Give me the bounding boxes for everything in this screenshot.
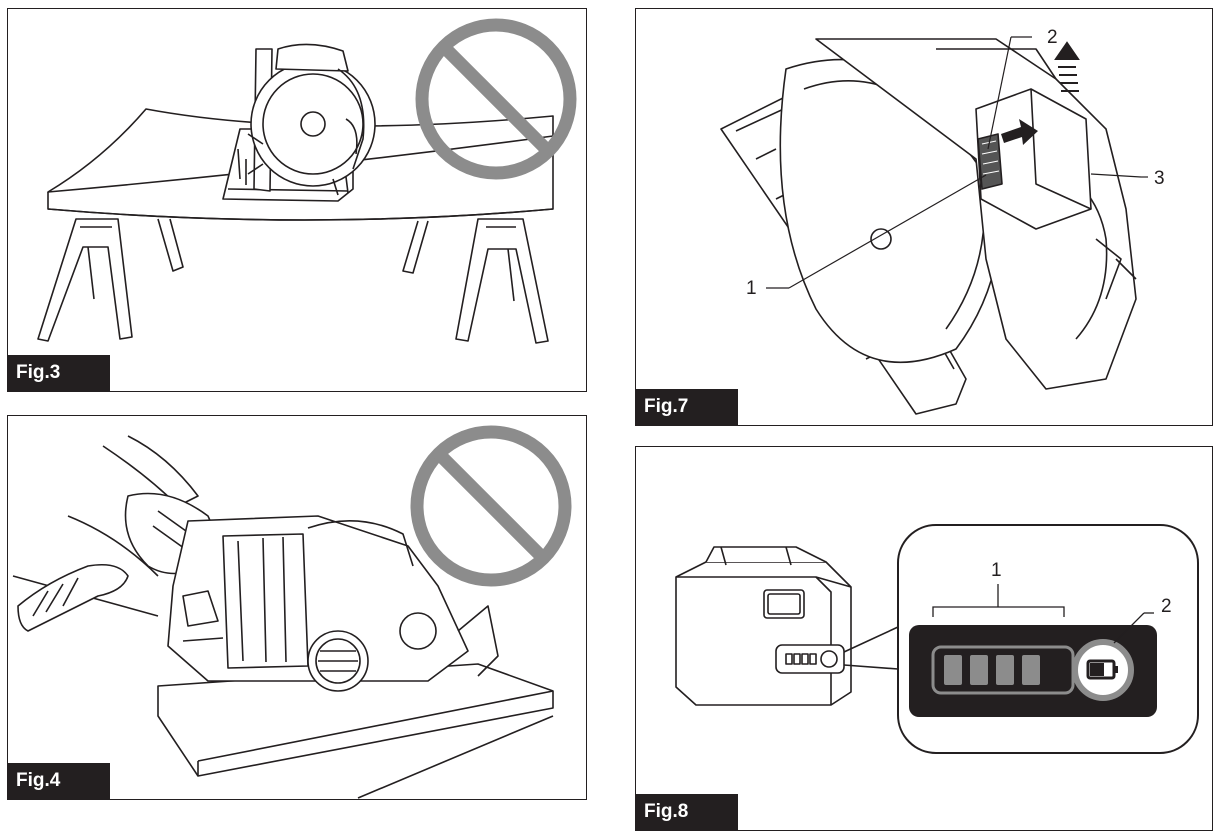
prohibition-icon (415, 18, 577, 180)
fig8-callout-2: 2 (1161, 596, 1172, 617)
fig8-label: Fig.8 (636, 794, 738, 830)
indicator-lamp (996, 655, 1014, 685)
figure-7-panel: 1 2 3 Fig.7 (635, 8, 1213, 426)
fig7-callout-3: 3 (1154, 168, 1165, 189)
slide-arrow-icon (1001, 119, 1038, 145)
fig3-illustration (37, 18, 577, 344)
figure-3-panel: Fig.3 (7, 8, 587, 392)
figure-4-panel: Fig.4 (7, 415, 587, 800)
fig7-callout-2: 2 (1047, 27, 1058, 48)
fig4-label: Fig.4 (8, 763, 110, 799)
battery-check-icon (1072, 639, 1134, 701)
fig3-label: Fig.3 (8, 355, 110, 391)
fig4-illustration (12, 425, 572, 799)
fig7-label: Fig.7 (636, 389, 738, 425)
indicator-lamp (944, 655, 962, 685)
fig7-illustration (720, 36, 1148, 415)
indicator-lamp (1022, 655, 1040, 685)
fig8-illustration (675, 524, 1199, 754)
fig7-callout-1: 1 (746, 278, 757, 299)
prohibition-icon (410, 425, 572, 587)
figure-8-panel: 1 2 Fig.8 (635, 446, 1213, 831)
lift-arrow-icon (1054, 41, 1080, 92)
fig8-callout-1: 1 (991, 560, 1002, 581)
indicator-lamp (970, 655, 988, 685)
